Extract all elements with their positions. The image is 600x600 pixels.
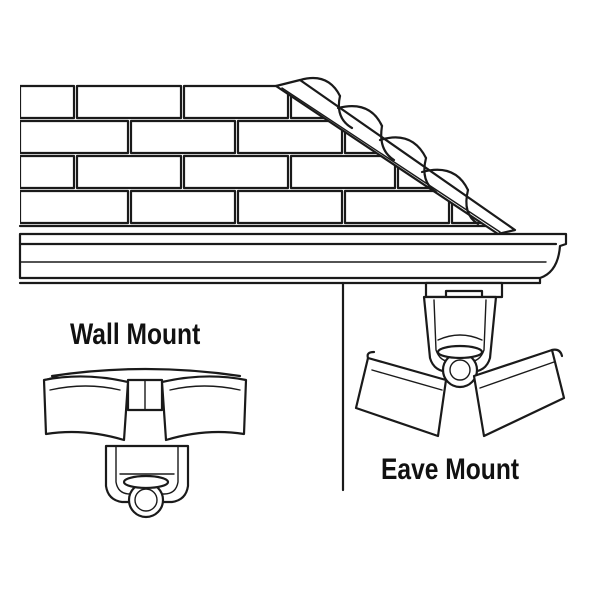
eave-mount-light [354,281,566,438]
wall-mount-light [42,367,248,519]
brick-wall [18,84,500,228]
wall-mount-label: Wall Mount [70,318,201,351]
eave-mount-label: Eave Mount [381,453,520,486]
eave-gutter [18,232,568,285]
roof-ridge [274,76,517,236]
